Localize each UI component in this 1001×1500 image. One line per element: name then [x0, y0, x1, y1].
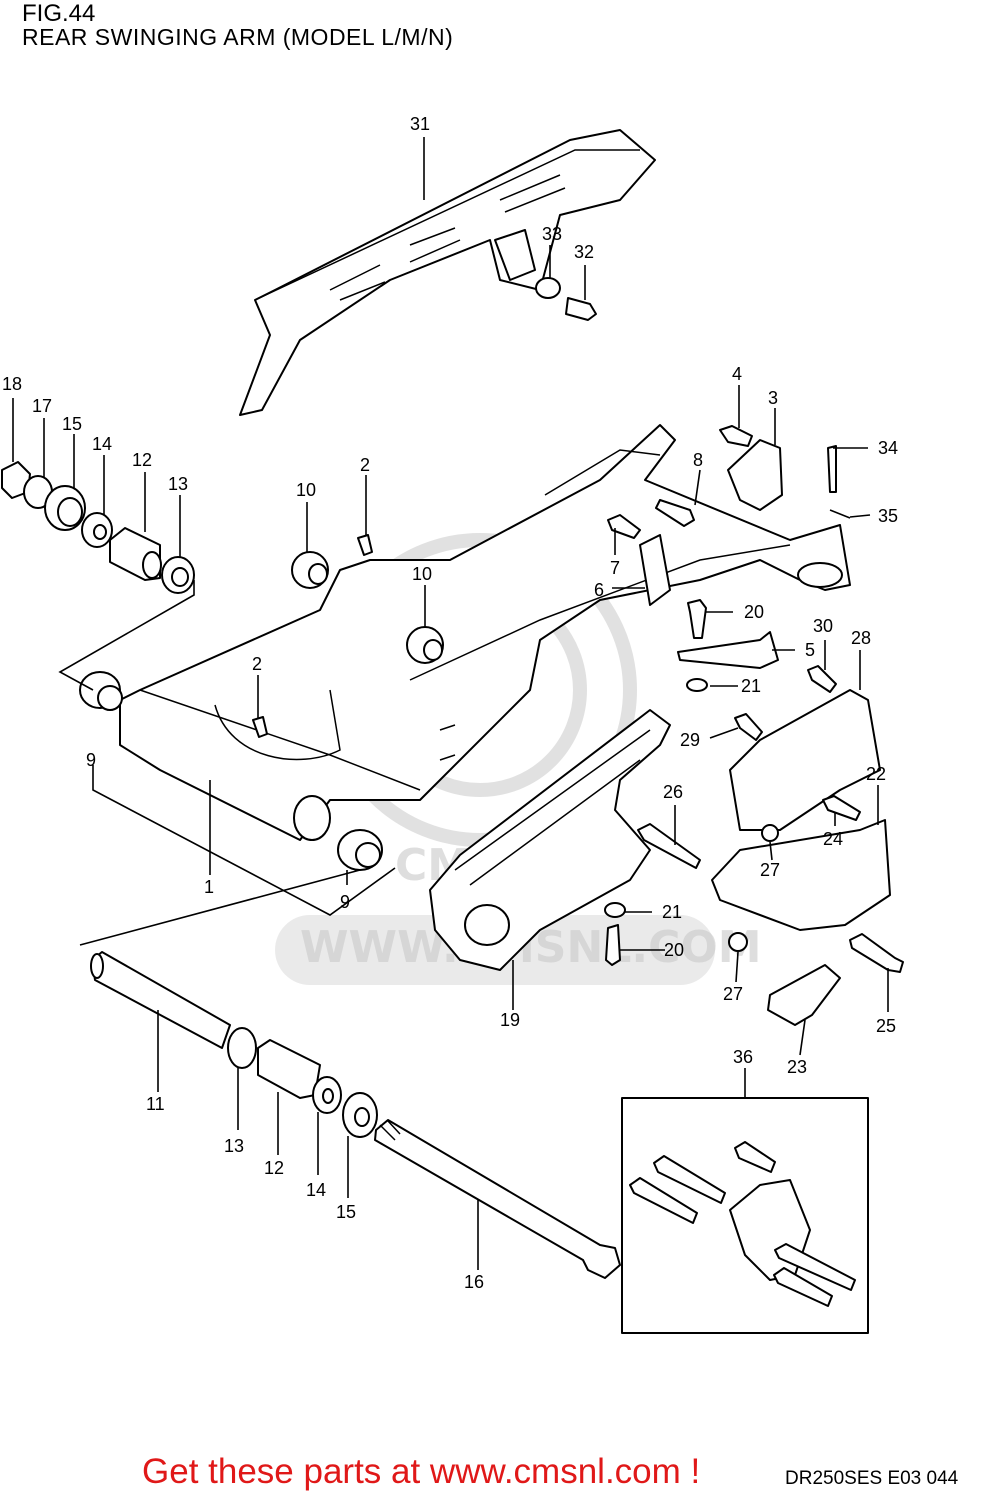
callout-18[interactable]: 18: [2, 374, 22, 394]
callout-2b[interactable]: 2: [252, 654, 262, 674]
callout-27a[interactable]: 27: [760, 860, 780, 880]
part-pin-34[interactable]: [827, 445, 837, 493]
callout-15b[interactable]: 15: [336, 1202, 356, 1222]
callout-31[interactable]: 31: [410, 114, 430, 134]
part-guide-28[interactable]: [729, 689, 881, 831]
callout-33[interactable]: 33: [542, 224, 562, 244]
part-bolt-7[interactable]: [607, 514, 641, 539]
callout-34[interactable]: 34: [878, 438, 898, 458]
callout-30[interactable]: 30: [813, 616, 833, 636]
part-slider-23[interactable]: [767, 964, 841, 1026]
part-bolt-26[interactable]: [637, 823, 701, 869]
part-plate-3[interactable]: [727, 439, 783, 511]
callout-16[interactable]: 16: [464, 1272, 484, 1292]
callout-1[interactable]: 1: [204, 877, 214, 897]
part-spacer-12b[interactable]: [257, 1039, 321, 1099]
part-chain-case[interactable]: [239, 129, 656, 416]
part-seal-13b[interactable]: [227, 1027, 257, 1069]
callout-28[interactable]: 28: [851, 628, 871, 648]
part-bolt-20b[interactable]: [605, 924, 621, 966]
callout-14a[interactable]: 14: [92, 434, 112, 454]
part-collar-33[interactable]: [535, 277, 561, 299]
callout-4[interactable]: 4: [732, 364, 742, 384]
callout-12a[interactable]: 12: [132, 450, 152, 470]
diagram-code: DR250SES E03 044: [785, 1468, 959, 1489]
callout-20b[interactable]: 20: [664, 940, 684, 960]
callout-29[interactable]: 29: [680, 730, 700, 750]
figure-subtitle: REAR SWINGING ARM (MODEL L/M/N): [22, 24, 454, 50]
part-swingarm[interactable]: [119, 424, 851, 841]
callout-13a[interactable]: 13: [168, 474, 188, 494]
part-bolt-32[interactable]: [565, 297, 597, 321]
part-bolt-24[interactable]: [822, 795, 861, 821]
part-bolt-8[interactable]: [655, 499, 695, 527]
callout-23[interactable]: 23: [787, 1057, 807, 1077]
part-washer-14b[interactable]: [312, 1076, 342, 1114]
part-seal-13[interactable]: [161, 556, 195, 594]
part-guide-22[interactable]: [711, 819, 891, 931]
callout-8[interactable]: 8: [693, 450, 703, 470]
callout-14b[interactable]: 14: [306, 1180, 326, 1200]
callout-10a[interactable]: 10: [296, 480, 316, 500]
part-kit-36[interactable]: [621, 1097, 869, 1334]
part-bearing-10a[interactable]: [291, 551, 329, 589]
leader-lines: [12, 137, 889, 1270]
callout-7[interactable]: 7: [610, 558, 620, 578]
get-parts-link[interactable]: Get these parts at www.cmsnl.com !: [142, 1452, 701, 1491]
callout-25[interactable]: 25: [876, 1016, 896, 1036]
part-washer-35[interactable]: [829, 509, 851, 519]
callout-15a[interactable]: 15: [62, 414, 82, 434]
part-washer-21a[interactable]: [686, 678, 708, 692]
part-bushing-9a[interactable]: [79, 671, 123, 711]
part-dust-seal-15b[interactable]: [342, 1092, 378, 1138]
callout-2a[interactable]: 2: [360, 455, 370, 475]
part-bolt-20a[interactable]: [687, 599, 707, 639]
callout-13b[interactable]: 13: [224, 1136, 244, 1156]
callout-12b[interactable]: 12: [264, 1158, 284, 1178]
callout-22[interactable]: 22: [866, 764, 886, 784]
callout-26[interactable]: 26: [663, 782, 683, 802]
part-spacer-12[interactable]: [109, 527, 162, 581]
callout-35[interactable]: 35: [878, 506, 898, 526]
part-bracket-6[interactable]: [639, 534, 671, 606]
figure-title: FIG.44: [22, 0, 96, 27]
callout-36[interactable]: 36: [733, 1047, 753, 1067]
part-pivot-shaft-16[interactable]: [374, 1119, 621, 1279]
part-bolt-25[interactable]: [849, 933, 904, 973]
part-grease-nipple-2a[interactable]: [357, 534, 373, 556]
part-bearing-10b[interactable]: [406, 626, 444, 664]
callout-3[interactable]: 3: [768, 388, 778, 408]
part-bushing-9b[interactable]: [337, 829, 383, 871]
callout-21a[interactable]: 21: [741, 676, 761, 696]
part-washer-14[interactable]: [81, 512, 113, 548]
callout-21b[interactable]: 21: [662, 902, 682, 922]
part-nut-27b[interactable]: [728, 932, 748, 952]
part-pivot-sleeve-11[interactable]: [90, 951, 231, 1049]
callout-24[interactable]: 24: [823, 829, 843, 849]
part-bolt-30[interactable]: [807, 665, 837, 693]
part-bolt-29[interactable]: [734, 713, 763, 741]
callout-9b[interactable]: 9: [340, 892, 350, 912]
callout-10b[interactable]: 10: [412, 564, 432, 584]
part-nut-27a[interactable]: [761, 824, 779, 842]
part-dust-seal-15[interactable]: [44, 485, 86, 531]
callout-9a[interactable]: 9: [86, 750, 96, 770]
callout-20a[interactable]: 20: [744, 602, 764, 622]
callout-27b[interactable]: 27: [723, 984, 743, 1004]
callout-6[interactable]: 6: [594, 580, 604, 600]
callout-11[interactable]: 11: [146, 1094, 165, 1114]
part-grease-nipple-2b[interactable]: [252, 716, 268, 738]
callout-19[interactable]: 19: [500, 1010, 520, 1030]
part-chain-buffer[interactable]: [429, 709, 671, 971]
part-washer-21b[interactable]: [604, 902, 626, 918]
callout-5[interactable]: 5: [805, 640, 815, 660]
callout-17[interactable]: 17: [32, 396, 52, 416]
part-bolt-4[interactable]: [719, 425, 753, 447]
callout-labels: 31 33 32 4 3 34 8 35 7 6 20 30 28 5 21 2…: [2, 114, 898, 1292]
callout-32[interactable]: 32: [574, 242, 594, 262]
part-plate-5[interactable]: [677, 631, 779, 669]
